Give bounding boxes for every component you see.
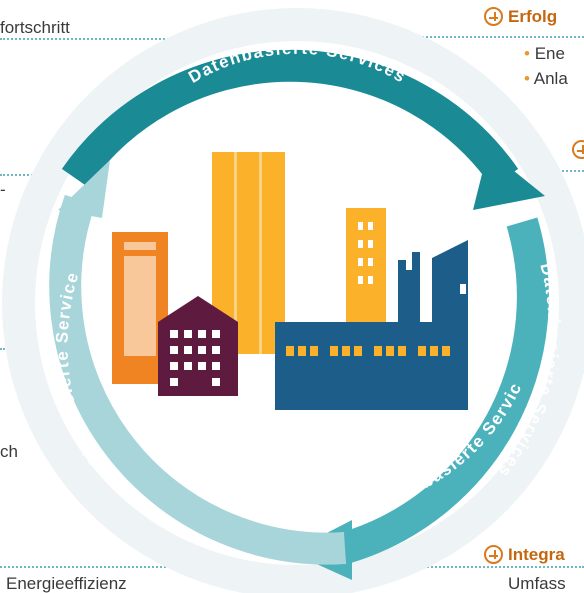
tower-stripes — [234, 152, 262, 354]
plus-circle-icon-partial[interactable] — [572, 140, 584, 159]
left-text-top: fortschritt — [0, 18, 70, 37]
right-header-bottom: Integra — [508, 545, 565, 564]
right-text-bottom: Umfass — [508, 574, 566, 593]
plus-circle-icon[interactable] — [484, 7, 503, 26]
plus-circle-icon-bottom[interactable] — [484, 545, 503, 564]
arc-left-arrowhead — [58, 160, 110, 218]
right-header-top: Erfolg — [508, 7, 558, 26]
orange-tower-windows — [124, 242, 156, 356]
arc-top — [61, 49, 519, 188]
arc-left — [49, 194, 347, 565]
left-text-bottom: Energieeffizienz — [6, 574, 127, 593]
yellow-building-windows — [358, 222, 373, 284]
dotted-line-right-bottom — [384, 566, 584, 568]
inner-disk — [35, 41, 559, 565]
purple-house-windows — [170, 330, 220, 386]
factory-chimney-1 — [398, 260, 406, 322]
dotted-line-left-top — [0, 38, 200, 40]
left-text-lower: ch — [0, 442, 18, 461]
dotted-line-right-top — [398, 36, 584, 38]
arc-top-arrowhead — [473, 150, 545, 210]
city-skyline-illustration — [112, 152, 468, 410]
factory-roof-window — [460, 284, 466, 294]
arc-right — [340, 217, 549, 564]
factory-chimney-2 — [412, 252, 420, 322]
bullet-item-1: • Ene — [524, 44, 565, 63]
dotted-line-right-upper — [546, 170, 584, 172]
factory-windows — [286, 346, 450, 356]
bullet-item-2: • Anla — [524, 69, 568, 88]
dotted-line-left-bottom — [0, 566, 230, 568]
left-text-upper: - — [0, 180, 6, 199]
